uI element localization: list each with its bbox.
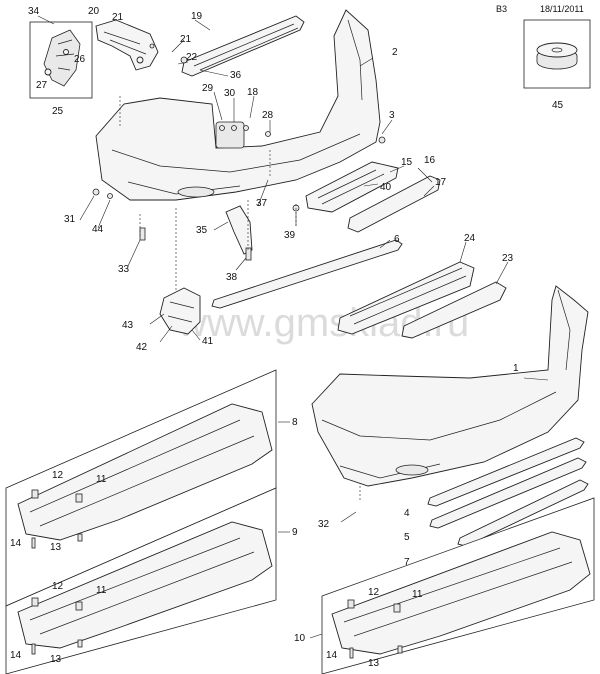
callout-12-inset9: 12 [52, 581, 64, 592]
callout-10: 10 [294, 633, 306, 644]
callout-3: 3 [389, 110, 395, 121]
callout-41: 41 [202, 336, 214, 347]
callout-29: 29 [202, 83, 214, 94]
bracket-41 [159, 287, 201, 335]
callout-9: 9 [292, 527, 298, 538]
callout-35: 35 [196, 225, 208, 236]
callout-numbers: 1 2 3 6 8 9 10 11 11 11 12 12 12 13 13 1… [10, 6, 564, 669]
energy-absorber-24 [337, 261, 475, 335]
side-bracket-20 [95, 19, 159, 71]
callout-13-inset9: 13 [50, 654, 62, 665]
callout-28: 28 [262, 110, 274, 121]
callout-11-inset9: 11 [96, 585, 107, 596]
molding-inset-10 [321, 497, 595, 674]
callout-15: 15 [401, 157, 413, 168]
callout-44: 44 [92, 224, 104, 235]
energy-absorber-23 [401, 281, 507, 339]
callout-21-right: 21 [180, 34, 192, 45]
trim-strip-7 [457, 479, 589, 547]
callout-12-inset10: 12 [368, 587, 380, 598]
callout-1: 1 [513, 363, 519, 374]
callout-27: 27 [36, 80, 48, 91]
callout-38: 38 [226, 272, 238, 283]
callout-20: 20 [88, 6, 100, 17]
diagram-date: 18/11/2011 [540, 4, 584, 14]
callout-32: 32 [318, 519, 330, 530]
callout-25: 25 [52, 106, 64, 117]
impact-bar-16 [347, 175, 441, 233]
trim-strip-5 [429, 457, 587, 529]
upper-beam-19 [180, 15, 305, 77]
fasteners-top [92, 125, 386, 261]
callout-43: 43 [122, 320, 134, 331]
trim-strip-4 [427, 437, 585, 507]
callout-31: 31 [64, 214, 76, 225]
callout-34: 34 [28, 6, 40, 17]
callout-13-inset8: 13 [50, 542, 62, 553]
callout-7: 7 [404, 557, 410, 568]
assembly-guide-lines [119, 96, 361, 500]
callout-22: 22 [186, 52, 198, 63]
molding-inset-9 [5, 487, 277, 674]
callout-19: 19 [191, 11, 203, 22]
trim-strip-6 [211, 239, 403, 309]
callout-16: 16 [424, 155, 436, 166]
callout-30: 30 [224, 88, 236, 99]
callout-5: 5 [404, 532, 410, 543]
diagram-code: B3 [496, 4, 508, 14]
callout-4: 4 [404, 508, 410, 519]
bracket-inset-25 [29, 15, 93, 99]
callout-8: 8 [292, 417, 298, 428]
callout-14-inset8: 14 [10, 538, 22, 549]
leader-lines [79, 19, 549, 639]
callout-40: 40 [380, 182, 392, 193]
callout-11-inset8: 11 [96, 474, 107, 485]
callout-2: 2 [392, 47, 398, 58]
callout-23: 23 [502, 253, 514, 264]
callout-12-inset8: 12 [52, 470, 64, 481]
callout-21-top: 21 [112, 12, 124, 23]
callout-14-inset9: 14 [10, 650, 22, 661]
callout-13-inset10: 13 [368, 658, 380, 669]
callout-18: 18 [247, 87, 259, 98]
callout-36: 36 [230, 70, 242, 81]
bracket-35 [225, 205, 253, 255]
callout-14-inset10: 14 [326, 650, 338, 661]
paint-inset-45 [523, 19, 591, 89]
callout-17: 17 [435, 177, 447, 188]
callout-24: 24 [464, 233, 476, 244]
callout-26: 26 [74, 54, 86, 65]
callout-37: 37 [256, 198, 268, 209]
rear-bumper-cover-lower [311, 285, 589, 487]
callout-39: 39 [284, 230, 296, 241]
callout-6: 6 [394, 234, 400, 245]
license-bracket-15 [305, 161, 399, 213]
callout-42: 42 [136, 342, 148, 353]
callout-33: 33 [118, 264, 130, 275]
callout-45: 45 [552, 100, 564, 111]
callout-11-inset10: 11 [412, 589, 423, 600]
